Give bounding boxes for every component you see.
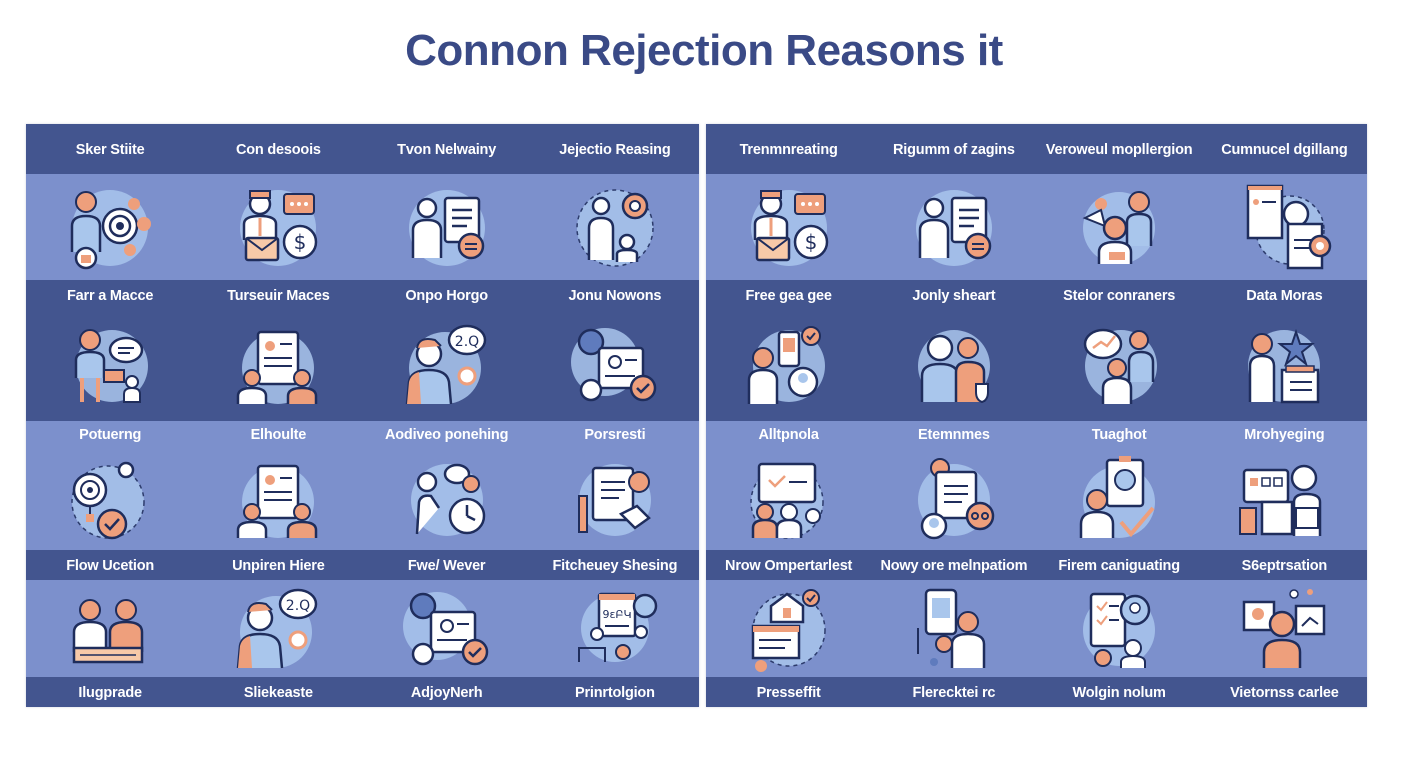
band-row5-labels [26, 677, 699, 707]
page-title: Connon Rejection Reasons it [405, 26, 1003, 75]
label-l-r5-c1: Ilugprade [78, 685, 142, 701]
label-l-r2-c1: Farr a Macce [66, 288, 154, 304]
person-board-idea-icon [1202, 580, 1367, 680]
document-person-handshake-icon [531, 450, 699, 550]
label-r-r5-c3: Wolgin nolum [1072, 685, 1166, 701]
label-r-r2-c1: Free gea gee [745, 288, 832, 304]
dollar-gear-person-icon [706, 178, 871, 278]
band-row4-labels [26, 550, 699, 580]
person-clock-chat-icon [363, 450, 531, 550]
label-l-r3-c3: Aodiveo ponehing [384, 427, 509, 443]
badge-person-check-icon [1037, 450, 1202, 550]
band-row1-labels [706, 124, 1367, 174]
label-l-r5-c2: Sliekeaste [243, 685, 313, 701]
label-l-r2-c4: Jonu Nowons [568, 288, 662, 304]
two-people-desk-icon [26, 580, 194, 680]
label-r-r3-c3: Tuaghot [1091, 427, 1147, 443]
label-l-r3-c4: Porsresti [584, 427, 646, 443]
label-l-r2-c3: Onpo Horgo [405, 288, 488, 304]
label-l-r3-c2: Elhoulte [250, 427, 307, 443]
people-chat-chart-icon [1037, 316, 1202, 416]
person-document-gear-icon [194, 316, 362, 416]
label-l-r4-c1: Flow Ucetion [66, 558, 155, 574]
house-document-check-icon [706, 580, 871, 680]
label-l-r1-c4: Jejectio Reasing [559, 142, 671, 158]
person-star-files-icon [1202, 316, 1367, 416]
label-r-r2-c3: Stelor conraners [1063, 288, 1176, 304]
label-l-r5-c3: AdjoyNerh [410, 685, 483, 701]
band-row1-labels [26, 124, 699, 174]
person-document-presentation-icon [363, 178, 531, 278]
right-panel: Trenmnreating Rigumm of zagins Veroweul … [706, 124, 1367, 707]
label-r-r4-c4: S6eptrsation [1241, 558, 1328, 574]
label-l-r2-c2: Turseuir Maces [227, 288, 330, 304]
label-r-r1-c2: Rigumm of zagins [893, 142, 1015, 158]
person-phone-check-icon [706, 316, 871, 416]
band-row5-labels [706, 677, 1367, 707]
person-checklist-chat-icon [871, 178, 1036, 278]
label-l-r1-c3: Tvon Nelwainy [397, 142, 497, 158]
label-l-r4-c2: Unpiren Hiere [232, 558, 325, 574]
person-speech-2q-icon [194, 580, 362, 680]
businessman-briefcase-dollar-icon [194, 178, 362, 278]
label-r-r3-c2: Etemnmes [918, 427, 990, 443]
label-r-r5-c1: Presseffit [756, 685, 821, 701]
label-r-r1-c4: Cumnucel dgillang [1221, 142, 1348, 158]
label-l-r1-c2: Con desoois [235, 142, 321, 158]
target-checkmark-icon [26, 450, 194, 550]
document-profile-checklist-icon [531, 316, 699, 416]
label-l-r4-c4: Fitcheuey Shesing [552, 558, 678, 574]
label-r-r5-c4: Vietornss carlee [1230, 685, 1339, 701]
people-shield-icon [871, 316, 1036, 416]
band-row4-labels [706, 550, 1367, 580]
label-l-r1-c1: Sker Stiite [75, 142, 145, 158]
resume-candidates-icon [194, 450, 362, 550]
person-target-network-icon [26, 178, 194, 278]
label-l-r5-c4: Prinrtolgion [574, 685, 655, 701]
phone-person-gear-icon [871, 580, 1036, 680]
profile-card-check-icon [363, 580, 531, 680]
label-r-r2-c4: Data Moras [1246, 288, 1323, 304]
label-r-r1-c3: Veroweul mopllergion [1045, 142, 1193, 158]
label-r-r4-c3: Firem caniguating [1058, 558, 1180, 574]
label-r-r3-c1: Alltpnola [758, 427, 819, 443]
people-dislike-icon [1037, 178, 1202, 278]
label-r-r4-c1: Nrow Ompertarlest [725, 558, 853, 574]
label-r-r3-c4: Mrohyeging [1244, 427, 1325, 443]
person-gear-settings-icon [531, 178, 699, 278]
board-people-meeting-icon [531, 580, 699, 680]
person-speech-op-icon [363, 316, 531, 416]
dashboard-person-icon [1202, 450, 1367, 550]
label-r-r4-c2: Nowy ore melnpatiom [880, 558, 1028, 574]
label-r-r1-c1: Trenmnreating [739, 142, 838, 158]
checklist-person-search-icon [1037, 580, 1202, 680]
screen-team-icon [706, 450, 871, 550]
documents-person-tape-icon [1202, 178, 1367, 278]
document-person-chat-icon [871, 450, 1036, 550]
label-r-r5-c2: Flerecktei rc [912, 685, 996, 701]
label-l-r4-c3: Fwe/ Wever [407, 558, 486, 574]
left-panel: Sker Stiite Con desoois Tvon Nelwainy Je… [26, 124, 699, 707]
label-l-r3-c1: Potuerng [79, 427, 142, 443]
person-chat-bubble-icon [26, 316, 194, 416]
label-r-r2-c2: Jonly sheart [912, 288, 996, 304]
